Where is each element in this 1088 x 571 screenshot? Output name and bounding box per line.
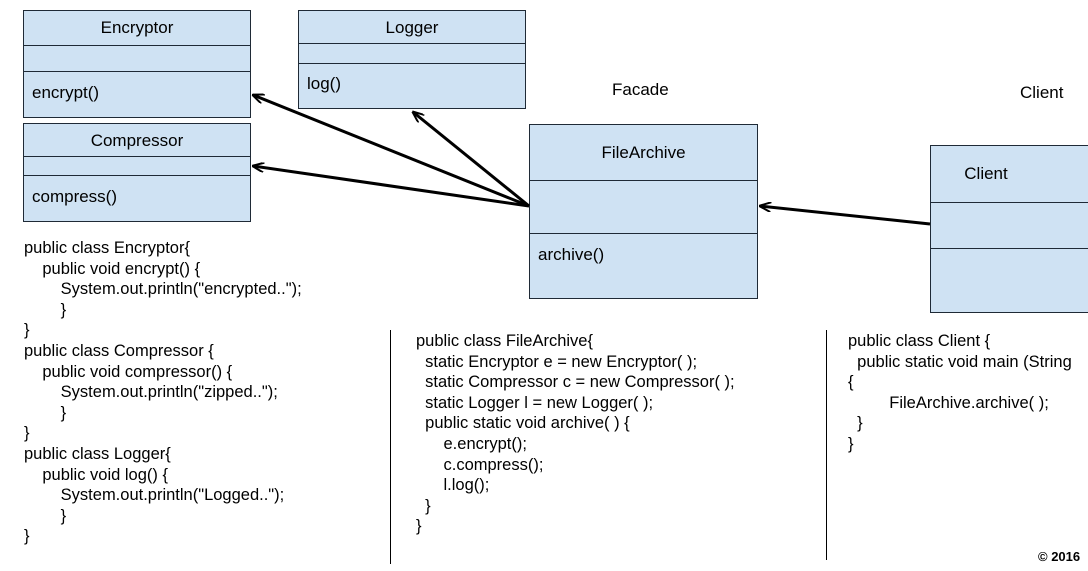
encryptor-attributes: [24, 45, 250, 71]
filearchive-attributes: [530, 180, 757, 233]
encryptor-class-name: Encryptor: [100, 18, 174, 37]
arrow-to-compressor: [253, 166, 530, 208]
code-filearchive-class: public class FileArchive{ static Encrypt…: [416, 332, 735, 536]
encryptor-method: encrypt(): [24, 71, 250, 117]
client-class-name: Client: [964, 164, 1008, 183]
compressor-attributes: [24, 156, 250, 175]
client-class-box: Client: [930, 145, 1088, 313]
divider-right: [826, 330, 827, 560]
logger-method: log(): [299, 63, 525, 108]
logger-attributes: [299, 43, 525, 63]
code-subsystem-classes: public class Encryptor{ public void encr…: [24, 239, 302, 546]
facade-label: Facade: [612, 80, 669, 99]
filearchive-method: archive(): [530, 233, 757, 298]
client-attributes: [931, 202, 1088, 248]
filearchive-class-name: FileArchive: [601, 143, 686, 162]
arrow-to-logger: [413, 112, 530, 208]
divider-left: [390, 330, 391, 564]
client-label: Client: [1020, 83, 1064, 102]
logger-class-box: Logger log(): [298, 10, 526, 109]
filearchive-class-box: FileArchive archive(): [529, 124, 758, 299]
arrow-to-encryptor: [253, 95, 530, 208]
logger-class-name: Logger: [385, 18, 439, 37]
client-methods: [931, 248, 1088, 312]
arrow-client-to-facade: [760, 206, 931, 226]
copyright-notice: © 2016: [1038, 549, 1081, 564]
code-client-class: public class Client { public static void…: [848, 332, 1072, 453]
compressor-class-box: Compressor compress(): [23, 123, 251, 222]
compressor-method: compress(): [24, 175, 250, 221]
compressor-class-name: Compressor: [90, 131, 184, 150]
encryptor-class-box: Encryptor encrypt(): [23, 10, 251, 118]
